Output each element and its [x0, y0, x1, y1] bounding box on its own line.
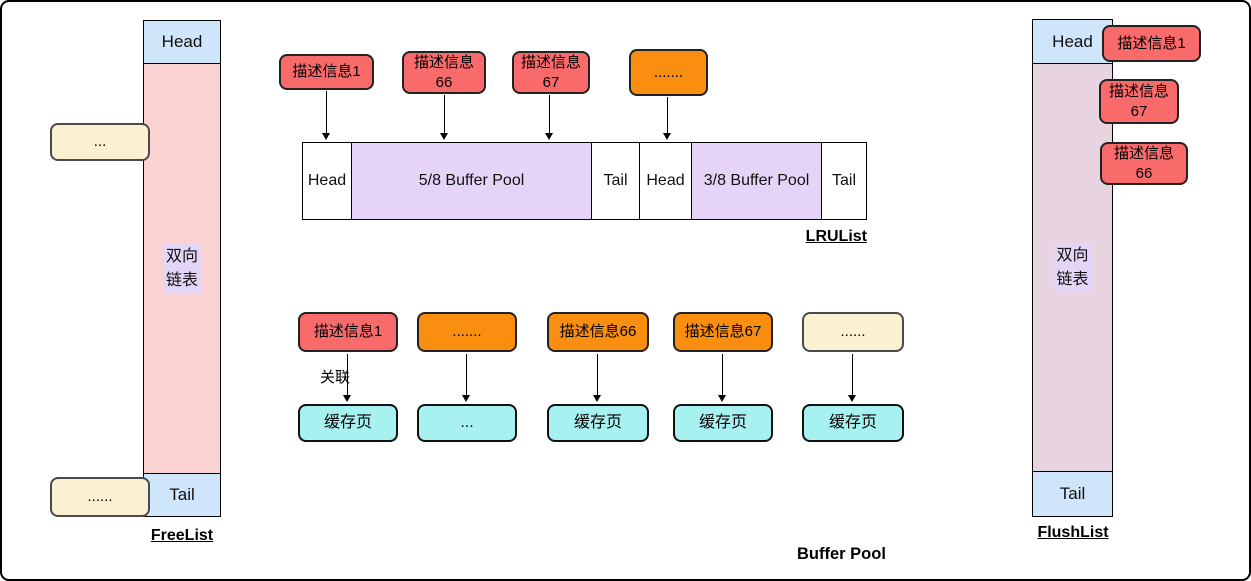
pair-descriptor-66: 描述信息66	[547, 312, 649, 352]
page-box-1: 缓存页	[298, 404, 398, 442]
flushlist-head-cell: Head	[1033, 20, 1112, 64]
flushlist-tail-cell: Tail	[1033, 471, 1112, 516]
freelist-body-label: 双向 链表	[162, 244, 201, 293]
flushlist-label: FlushList	[1037, 524, 1109, 541]
freelist-head-cell: Head	[144, 21, 220, 64]
arrow-descriptor67-to-page	[718, 354, 727, 402]
freelist-body: 双向 链表	[144, 64, 220, 473]
lru-pointer-67: 描述信息 67	[512, 51, 590, 94]
arrow-pointer67-to-bar	[545, 95, 554, 140]
lru-pointer-1: 描述信息1	[279, 54, 374, 90]
pair-descriptor-more2: ......	[802, 312, 904, 352]
pair-descriptor-more: .......	[417, 312, 517, 352]
flushlist-node-1: 描述信息1	[1102, 25, 1201, 62]
lru-pointer-more: .......	[629, 49, 708, 96]
diagram-title: Buffer Pool	[797, 545, 886, 563]
pair-descriptor-67: 描述信息67	[673, 312, 773, 352]
pair-descriptor-1: 描述信息1	[298, 312, 398, 352]
freelist-label: FreeList	[150, 527, 214, 544]
freelist-column: Head 双向 链表 Tail	[143, 20, 221, 517]
lru-old-pool-cell: 3/8 Buffer Pool	[691, 142, 822, 220]
lru-pointer-66: 描述信息 66	[402, 51, 486, 94]
arrow-descriptor66-to-page	[593, 354, 602, 402]
relation-label: 关联	[320, 369, 351, 386]
arrow-pointer1-to-bar	[322, 91, 331, 140]
flushlist-body: 双向 链表	[1033, 64, 1112, 471]
flushlist-node-67: 描述信息 67	[1099, 79, 1179, 124]
flushlist-column: Head 双向 链表 Tail	[1032, 19, 1113, 517]
arrow-pointer66-to-bar	[440, 95, 449, 140]
flushlist-body-label: 双向 链表	[1053, 243, 1092, 292]
page-box-more2: 缓存页	[802, 404, 904, 442]
lru-young-pool-cell: 5/8 Buffer Pool	[351, 142, 592, 220]
flushlist-node-66: 描述信息 66	[1100, 142, 1188, 185]
page-box-66: 缓存页	[547, 404, 649, 442]
arrow-descriptor1-to-page	[343, 354, 352, 402]
freelist-node-top: ...	[50, 123, 150, 161]
lru-young-tail-cell: Tail	[591, 142, 640, 220]
arrow-descriptor-more2-to-page	[848, 354, 857, 402]
lrulist-label: LRUList	[805, 228, 867, 245]
page-box-more: ...	[417, 404, 517, 442]
lru-young-head-cell: Head	[302, 142, 352, 220]
arrow-descriptor-more-to-page	[462, 354, 471, 402]
lru-bar: Head 5/8 Buffer Pool Tail Head 3/8 Buffe…	[302, 142, 867, 220]
freelist-node-bottom: ......	[50, 477, 150, 517]
freelist-tail-cell: Tail	[144, 473, 220, 516]
page-box-67: 缓存页	[673, 404, 773, 442]
arrow-pointer-more-to-bar	[663, 97, 672, 140]
lru-old-head-cell: Head	[639, 142, 692, 220]
lru-old-tail-cell: Tail	[821, 142, 867, 220]
